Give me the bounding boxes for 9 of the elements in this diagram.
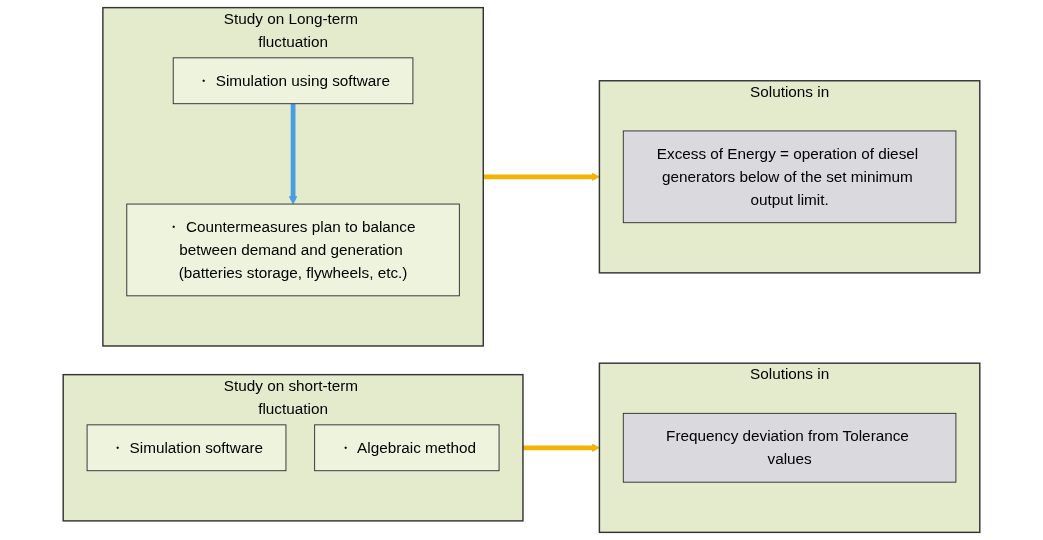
node-box: ・ Algebraic method <box>314 424 500 472</box>
arrow <box>483 172 600 181</box>
arrow <box>522 443 600 452</box>
node-box: ・ Countermeasures plan to balance between demand and generation (batteries storage, flywheels, etc.) <box>126 203 460 297</box>
node-box: ・ Simulation using software <box>172 57 414 105</box>
arrow <box>288 103 298 205</box>
node-box: Excess of Energy = operation of diesel generators below of the set minimum output limit. <box>622 130 957 224</box>
node-box: ・ Simulation software <box>86 424 287 472</box>
node-box: Frequency deviation from Tolerance values <box>622 412 957 483</box>
